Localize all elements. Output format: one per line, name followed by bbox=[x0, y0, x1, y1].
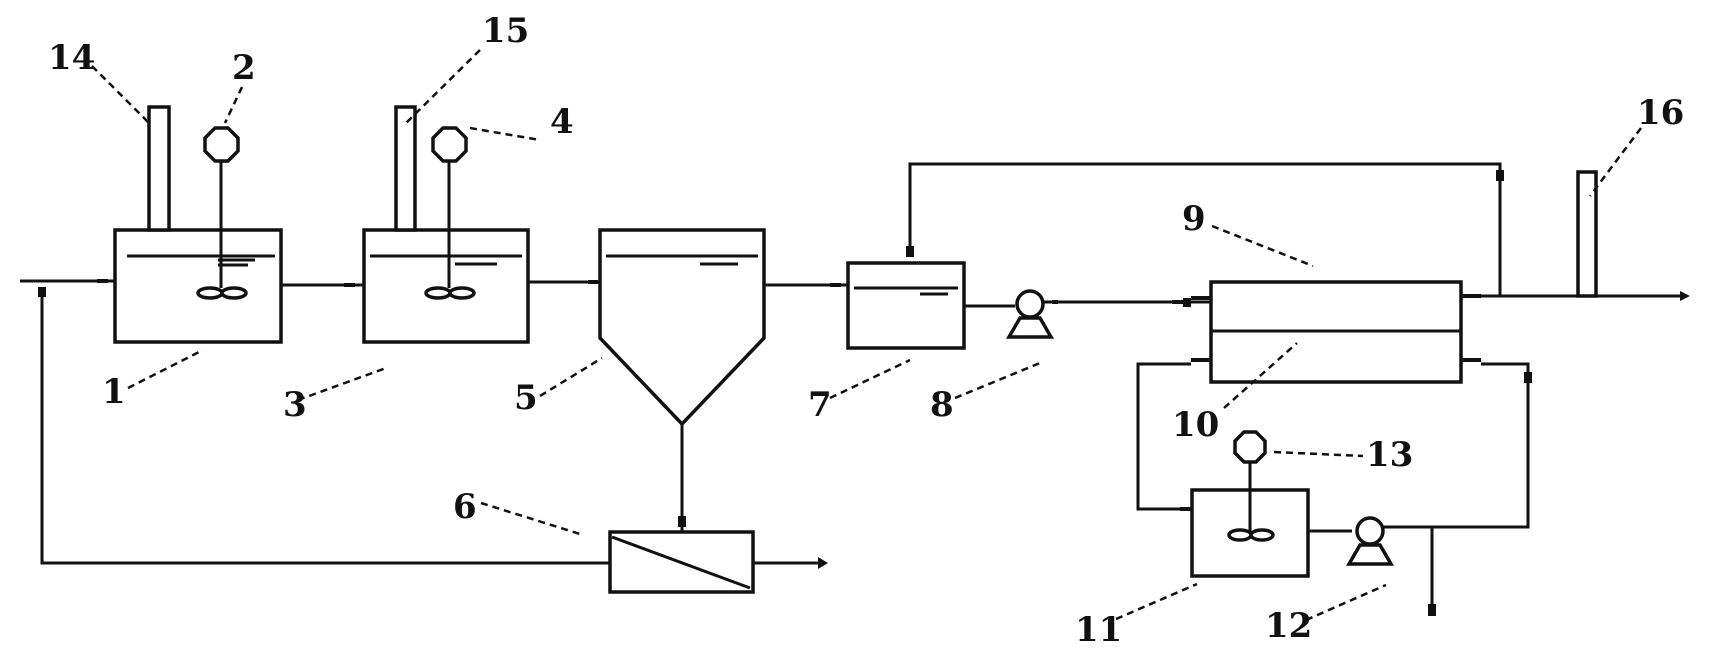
membrane-module-9-10 bbox=[1191, 280, 1481, 384]
leader-lines bbox=[91, 49, 1642, 622]
label-3: 3 bbox=[283, 385, 307, 425]
label-10: 10 bbox=[1172, 405, 1219, 445]
label-4: 4 bbox=[550, 102, 574, 142]
pump-12-return-line bbox=[1383, 362, 1532, 529]
vent-pipe-16 bbox=[1576, 170, 1598, 298]
settling-tank-5 bbox=[598, 228, 766, 427]
mixer-13 bbox=[1227, 430, 1275, 542]
exhaust-stack-14 bbox=[147, 105, 171, 232]
label-2: 2 bbox=[232, 48, 256, 88]
tank-1 bbox=[113, 228, 283, 344]
pipe-joint bbox=[1183, 298, 1191, 307]
tank-3 bbox=[362, 228, 530, 344]
label-15: 15 bbox=[482, 11, 529, 51]
label-16: 16 bbox=[1637, 93, 1684, 133]
label-12: 12 bbox=[1265, 606, 1312, 646]
mixer-4 bbox=[424, 126, 476, 300]
label-5: 5 bbox=[514, 378, 538, 418]
tank-7 bbox=[846, 261, 966, 350]
filter-6 bbox=[608, 530, 755, 594]
label-1: 1 bbox=[102, 372, 126, 412]
label-6: 6 bbox=[453, 487, 477, 527]
pump-12 bbox=[1308, 516, 1395, 566]
return-loop-line bbox=[906, 162, 1504, 296]
filter-outlet bbox=[753, 557, 828, 569]
label-14: 14 bbox=[48, 38, 95, 78]
pump-8 bbox=[964, 289, 1058, 339]
drain-outlet bbox=[1428, 527, 1436, 616]
label-11: 11 bbox=[1075, 610, 1122, 650]
label-9: 9 bbox=[1182, 199, 1206, 239]
label-13: 13 bbox=[1366, 435, 1413, 475]
module-to-tank-11-line bbox=[1136, 362, 1192, 511]
label-7: 7 bbox=[808, 385, 832, 425]
recycle-line bbox=[38, 287, 610, 565]
mixer-2 bbox=[196, 126, 248, 300]
label-8: 8 bbox=[930, 385, 954, 425]
sludge-pipe bbox=[678, 424, 686, 532]
component-labels: 14 2 15 4 1 3 5 6 7 8 9 10 13 11 12 16 bbox=[48, 11, 1684, 650]
exhaust-stack-15 bbox=[394, 105, 417, 232]
